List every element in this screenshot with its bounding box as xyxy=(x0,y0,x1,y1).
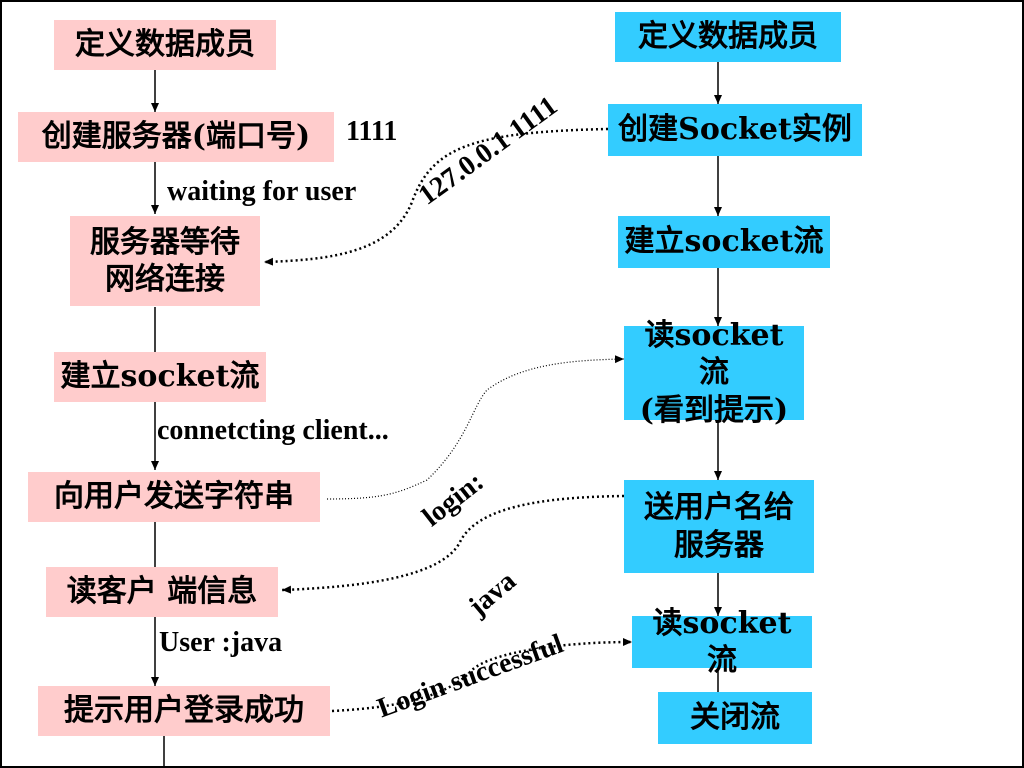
client-step-create-socket: 创建Socket实例 xyxy=(608,104,862,156)
username-curve xyxy=(281,494,625,594)
waiting-label: waiting for user xyxy=(167,176,357,207)
client-step-send-username: 送用户名给 服务器 xyxy=(624,480,814,573)
client-step-close-stream: 关闭流 xyxy=(658,692,812,744)
server-step-wait-connection: 服务器等待 网络连接 xyxy=(70,216,260,306)
client-step-read-stream: 读socket流 xyxy=(632,606,812,678)
client-step-build-stream: 建立socket流 xyxy=(618,216,830,268)
server-step-define-members: 定义数据成员 xyxy=(54,20,276,70)
server-step-create-server: 创建服务器(端口号) xyxy=(18,112,334,162)
connect-request-curve xyxy=(263,127,609,266)
server-step-send-string: 向用户发送字符串 xyxy=(28,472,320,522)
port-label: 1111 xyxy=(346,116,398,147)
login-success-curve xyxy=(331,638,633,713)
server-step-build-stream: 建立socket流 xyxy=(54,352,266,402)
server-step-login-success: 提示用户登录成功 xyxy=(38,686,330,736)
server-step-read-client: 读客户 端信息 xyxy=(46,567,278,617)
client-step-define-members: 定义数据成员 xyxy=(615,12,841,62)
connecting-label: connetcting client... xyxy=(157,415,389,446)
user-java-label: User :java xyxy=(159,627,283,658)
client-step-read-prompt: 读socket流 (看到提示) xyxy=(624,318,804,428)
